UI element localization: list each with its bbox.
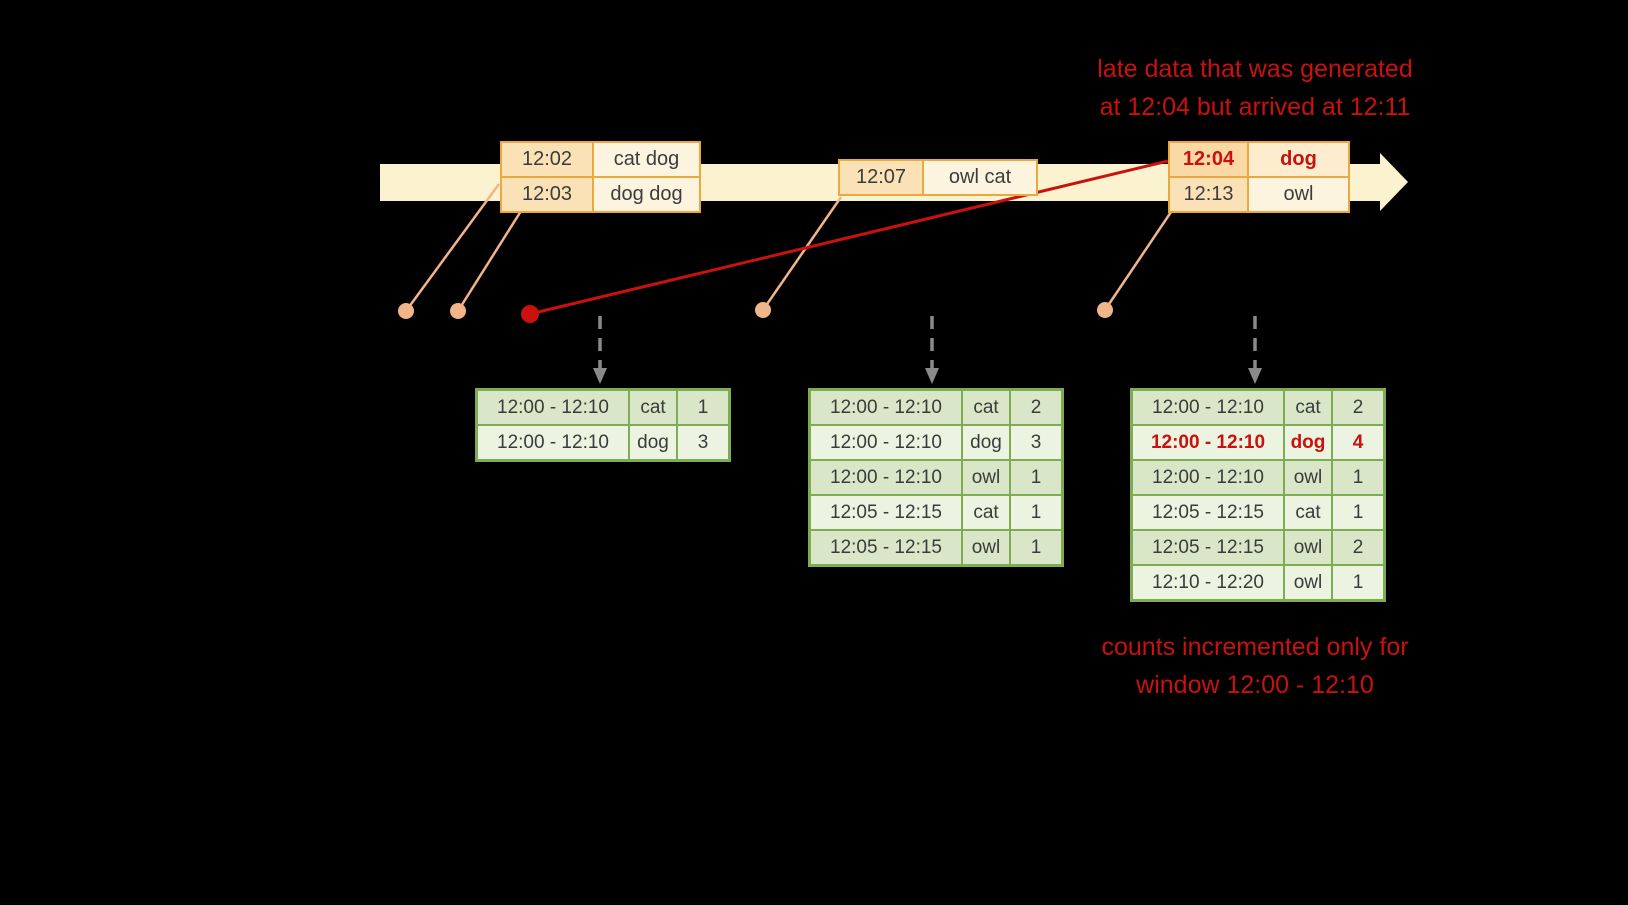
table-cell-cnt: 1	[1333, 461, 1383, 494]
event-time: 12:02	[502, 143, 594, 176]
event-time: 12:03	[502, 178, 594, 211]
event-dot	[398, 303, 414, 319]
timeline-arrowhead-icon	[1380, 153, 1408, 211]
event-connector-line	[761, 196, 843, 311]
event-connector-line	[404, 183, 501, 312]
table-cell-win: 12:00 - 12:10	[478, 391, 628, 424]
table-cell-win: 12:00 - 12:10	[1133, 461, 1283, 494]
table-cell-word: cat	[1283, 391, 1333, 424]
table-cell-cnt: 1	[1011, 461, 1061, 494]
table-cell-win: 12:00 - 12:10	[1133, 391, 1283, 424]
table-cell-word: owl	[1283, 531, 1333, 564]
table-cell-win: 12:00 - 12:10	[811, 426, 961, 459]
trigger-arrowhead-icon	[1248, 368, 1262, 384]
table-cell-cnt: 1	[1333, 566, 1383, 599]
table-cell-word: owl	[1283, 461, 1333, 494]
counts-annotation: counts incremented only for window 12:00…	[1040, 628, 1470, 704]
event-words: owl cat	[924, 161, 1036, 194]
trigger-arrowhead-icon	[593, 368, 607, 384]
table-cell-win: 12:05 - 12:15	[1133, 496, 1283, 529]
table-cell-word: cat	[628, 391, 678, 424]
table-cell-cnt: 2	[1333, 391, 1383, 424]
event-words: owl	[1249, 178, 1348, 211]
table-cell-cnt: 1	[1011, 496, 1061, 529]
table-cell-win: 12:10 - 12:20	[1133, 566, 1283, 599]
table-cell-win: 12:05 - 12:15	[811, 496, 961, 529]
late-data-annotation: late data that was generated at 12:04 bu…	[1030, 50, 1480, 126]
table-cell-word: owl	[1283, 566, 1333, 599]
table-cell-cnt: 1	[1333, 496, 1383, 529]
trigger-arrowhead-icon	[925, 368, 939, 384]
table-cell-word: cat	[1283, 496, 1333, 529]
table-cell-word: owl	[961, 461, 1011, 494]
event-connector-line	[1103, 211, 1173, 311]
table-cell-win: 12:00 - 12:10	[811, 461, 961, 494]
event-time: 12:04	[1170, 143, 1249, 176]
event-dot	[755, 302, 771, 318]
event-connector-line	[456, 210, 523, 312]
table-cell-win: 12:05 - 12:15	[811, 531, 961, 564]
event-dot	[1097, 302, 1113, 318]
event-words: dog dog	[594, 178, 699, 211]
table-cell-word: dog	[961, 426, 1011, 459]
table-cell-win: 12:00 - 12:10	[1133, 426, 1283, 459]
table-cell-word: cat	[961, 496, 1011, 529]
table-cell-cnt: 1	[678, 391, 728, 424]
table-cell-cnt: 2	[1011, 391, 1061, 424]
table-cell-win: 12:00 - 12:10	[811, 391, 961, 424]
late-event-dot	[521, 305, 539, 323]
table-cell-cnt: 1	[1011, 531, 1061, 564]
late-data-annotation-line2: at 12:04 but arrived at 12:11	[1099, 93, 1411, 121]
event-words: dog	[1249, 143, 1348, 176]
late-data-annotation-line1: late data that was generated	[1097, 55, 1413, 83]
counts-annotation-line1: counts incremented only for	[1101, 633, 1409, 661]
table-cell-word: dog	[1283, 426, 1333, 459]
table-cell-cnt: 3	[1011, 426, 1061, 459]
event-time: 12:13	[1170, 178, 1249, 211]
table-cell-word: dog	[628, 426, 678, 459]
table-cell-cnt: 2	[1333, 531, 1383, 564]
table-cell-win: 12:00 - 12:10	[478, 426, 628, 459]
table-cell-word: cat	[961, 391, 1011, 424]
table-cell-cnt: 4	[1333, 426, 1383, 459]
table-cell-word: owl	[961, 531, 1011, 564]
event-dot	[450, 303, 466, 319]
counts-annotation-line2: window 12:00 - 12:10	[1136, 671, 1374, 699]
table-cell-win: 12:05 - 12:15	[1133, 531, 1283, 564]
event-time: 12:07	[840, 161, 924, 194]
event-words: cat dog	[594, 143, 699, 176]
table-cell-cnt: 3	[678, 426, 728, 459]
